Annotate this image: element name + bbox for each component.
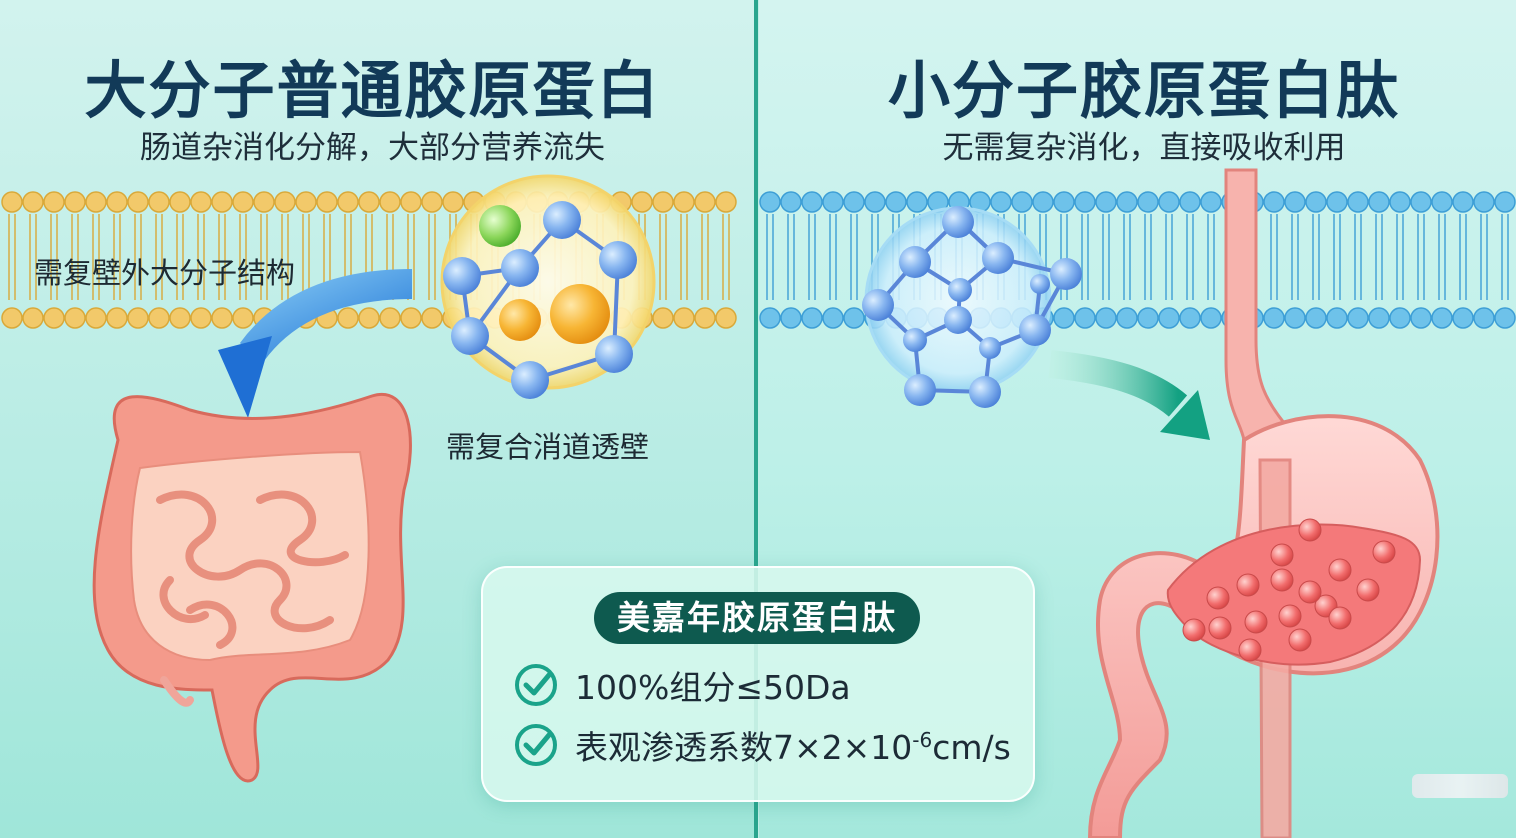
permeability-unit: cm/s: [932, 728, 1011, 767]
feature-row: 表观渗透系数7×2×10-6cm/s: [513, 720, 1011, 770]
product-name-badge: 美嘉年胶原蛋白肽: [594, 592, 920, 644]
right-title: 小分子胶原蛋白肽: [887, 54, 1400, 127]
stomach-illustration: [1087, 168, 1440, 838]
small-molecule: [862, 206, 1082, 408]
center-divider: [754, 0, 758, 838]
intestine-illustration: [92, 392, 412, 783]
product-info-card: 美嘉年胶原蛋白肽 100%组分≤50Da 表观渗透系数7×2×10-6cm/s: [481, 566, 1035, 802]
right-subtitle: 无需复杂消化，直接吸收利用: [942, 130, 1346, 166]
watermark-blur: [1412, 774, 1508, 798]
feature-molecular-weight: 100%组分≤50Da: [575, 668, 851, 707]
digest-label: 需复合消道透壁: [446, 430, 650, 464]
feature-row: 100%组分≤50Da: [513, 660, 851, 710]
left-title: 大分子普通胶原蛋白: [84, 54, 661, 127]
left-subtitle: 肠道杂消化分解，大部分营养流失: [140, 130, 605, 166]
membrane-label: 需复壁外大分子结构: [34, 256, 296, 290]
feature-permeability: 表观渗透系数7×2×10-6cm/s: [575, 721, 1011, 769]
permeability-value: 表观渗透系数7×2×10: [575, 728, 913, 767]
curved-arrow-icon: [218, 269, 413, 418]
check-icon: [515, 664, 557, 706]
check-icon: [515, 724, 557, 766]
large-molecule: [440, 174, 656, 399]
permeability-exponent: -6: [912, 728, 933, 752]
absorb-arrow-icon: [1048, 350, 1210, 440]
